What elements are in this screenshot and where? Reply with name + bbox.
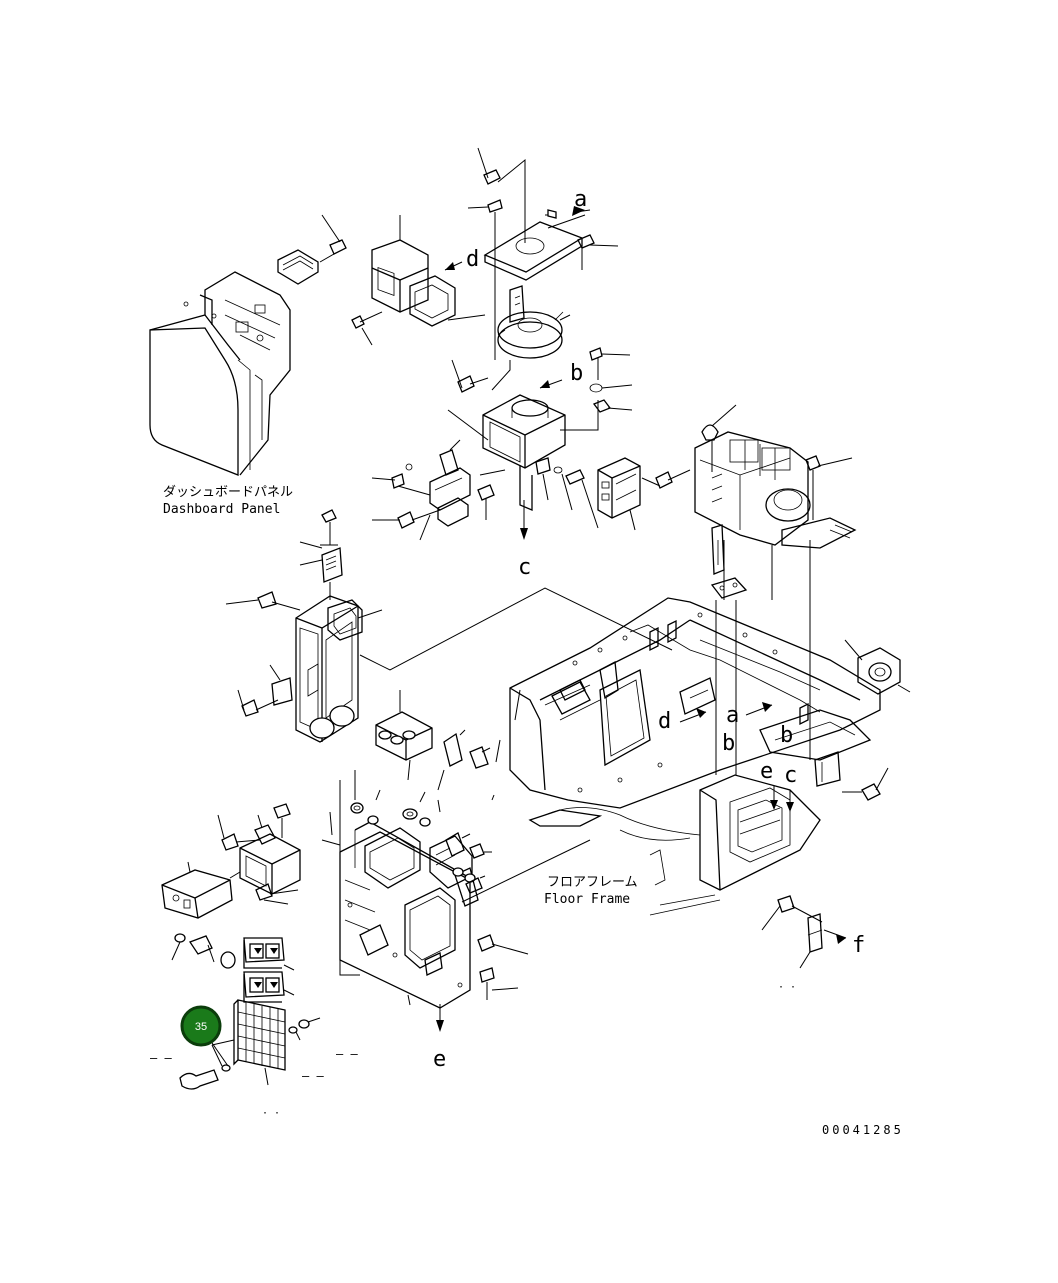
floor-label-jp: フロアフレーム: [547, 875, 638, 890]
dashboard-label-en: Dashboard Panel: [163, 502, 280, 517]
blower-motor-part: [491, 285, 571, 391]
arrow-letter-a-top: a: [574, 187, 587, 212]
arrow-letter-d-frame: d: [658, 709, 671, 734]
arrow-letter-e-down: e: [433, 1047, 446, 1072]
heater-bracket-left: [371, 439, 495, 541]
arrow-letter-b-top: b: [570, 361, 583, 386]
bracket-f-part: [761, 895, 847, 969]
callout-35-marker[interactable]: 35: [180, 1005, 229, 1067]
floor-frame-assembly: [491, 597, 911, 916]
lower-panel-assembly: [321, 690, 529, 1009]
arrow-letter-e-frame: e: [760, 759, 773, 784]
dash-mark-4: · ·: [262, 1108, 280, 1119]
arrow-letter-a-frame: a: [726, 703, 739, 728]
callout-circle[interactable]: [180, 1005, 222, 1047]
clip-group-center: [535, 457, 599, 529]
drawing-number: 00041285: [822, 1123, 904, 1137]
arrow-letter-c-frame: c: [784, 763, 797, 788]
callout-number: 35: [195, 1021, 207, 1033]
arrow-letter-c-down: c: [518, 555, 531, 580]
heater-case-part: [447, 394, 599, 511]
vertical-duct-part: [225, 509, 383, 743]
arrow-letter-b2-frame: b: [780, 723, 793, 748]
dash-mark-5: · ·: [778, 982, 796, 993]
dashboard-label-jp: ダッシュボードパネル: [163, 485, 293, 500]
dash-mark-3: – –: [302, 1069, 324, 1083]
ac-unit-assembly: [694, 404, 857, 599]
lower-left-parts: [161, 803, 321, 1090]
dash-mark-2: – –: [336, 1047, 358, 1061]
dash-mark-1: – –: [150, 1051, 172, 1065]
air-duct-part: [351, 215, 486, 346]
screw-group-right: [589, 347, 633, 413]
top-bracket-assembly: [467, 147, 619, 360]
floor-label-en: Floor Frame: [544, 892, 630, 907]
actuator-part: [597, 457, 691, 531]
arrow-letter-b-frame: b: [722, 731, 735, 756]
arrow-letter-d-top: d: [466, 247, 479, 272]
dashboard-panel-assembly: [149, 214, 347, 476]
arrow-letter-f-right: f: [852, 933, 865, 958]
